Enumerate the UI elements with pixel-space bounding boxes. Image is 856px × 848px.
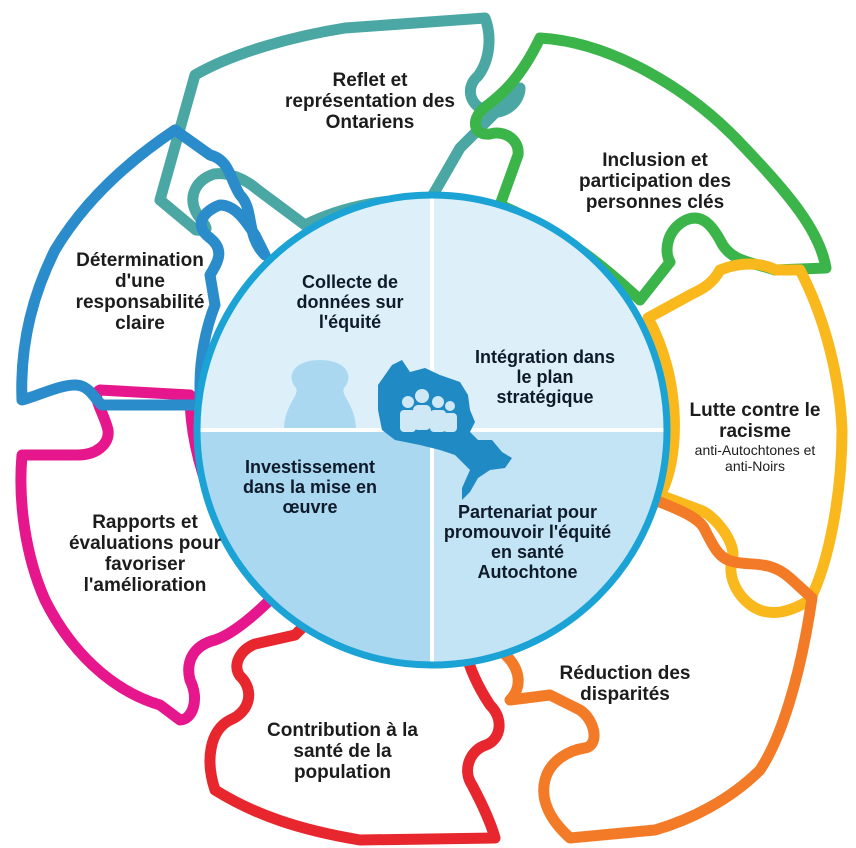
- inner-quadrant-bottom-left: [197, 430, 432, 665]
- label-rapports: Rapports et évaluations pour favoriser l…: [68, 512, 222, 596]
- label-determination: Détermination d'une responsabilité clair…: [75, 250, 205, 334]
- outer-ring: [15, 12, 848, 846]
- piece-outline-blue: [16, 124, 271, 411]
- piece-outline-magenta: [15, 384, 281, 726]
- label-lutte-title: Lutte contre le racisme: [689, 400, 821, 442]
- inner-circle: [193, 191, 671, 669]
- piece-outline-teal: [154, 12, 526, 236]
- inner-knob-bottom: [374, 510, 432, 592]
- people-group-icon: [400, 389, 457, 432]
- inner-knob-left: [284, 360, 356, 430]
- label-contribution: Contribution à la santé de la population: [267, 720, 418, 783]
- piece-outline-orange: [494, 494, 818, 844]
- label-investissement: Investissement dans la mise en œuvre: [242, 457, 378, 517]
- ontario-map-people-icon: [378, 360, 512, 500]
- label-collecte: Collecte de données sur l'équité: [296, 272, 404, 332]
- inner-quadrant-bottom-right: [432, 430, 667, 665]
- piece-outline-green: [470, 32, 832, 306]
- piece-outline-yellow: [642, 258, 848, 618]
- label-inclusion: Inclusion et participation des personnes…: [578, 150, 732, 213]
- label-lutte-sub: anti-Autochtones et anti-Noirs: [694, 442, 816, 474]
- piece-outline-red: [204, 604, 505, 846]
- label-reflet: Reflet et représentation des Ontariens: [285, 70, 455, 133]
- inner-knob-top: [432, 260, 495, 340]
- label-lutte: Lutte contre le racisme anti-Autochtones…: [680, 400, 830, 474]
- label-integration: Intégration dans le plan stratégique: [474, 347, 615, 407]
- label-partenariat: Partenariat pour promouvoir l'équité en …: [443, 502, 612, 582]
- inner-knob-right: [510, 428, 590, 466]
- inner-circle-border: [193, 191, 671, 669]
- label-reduction: Réduction des disparités: [559, 663, 691, 705]
